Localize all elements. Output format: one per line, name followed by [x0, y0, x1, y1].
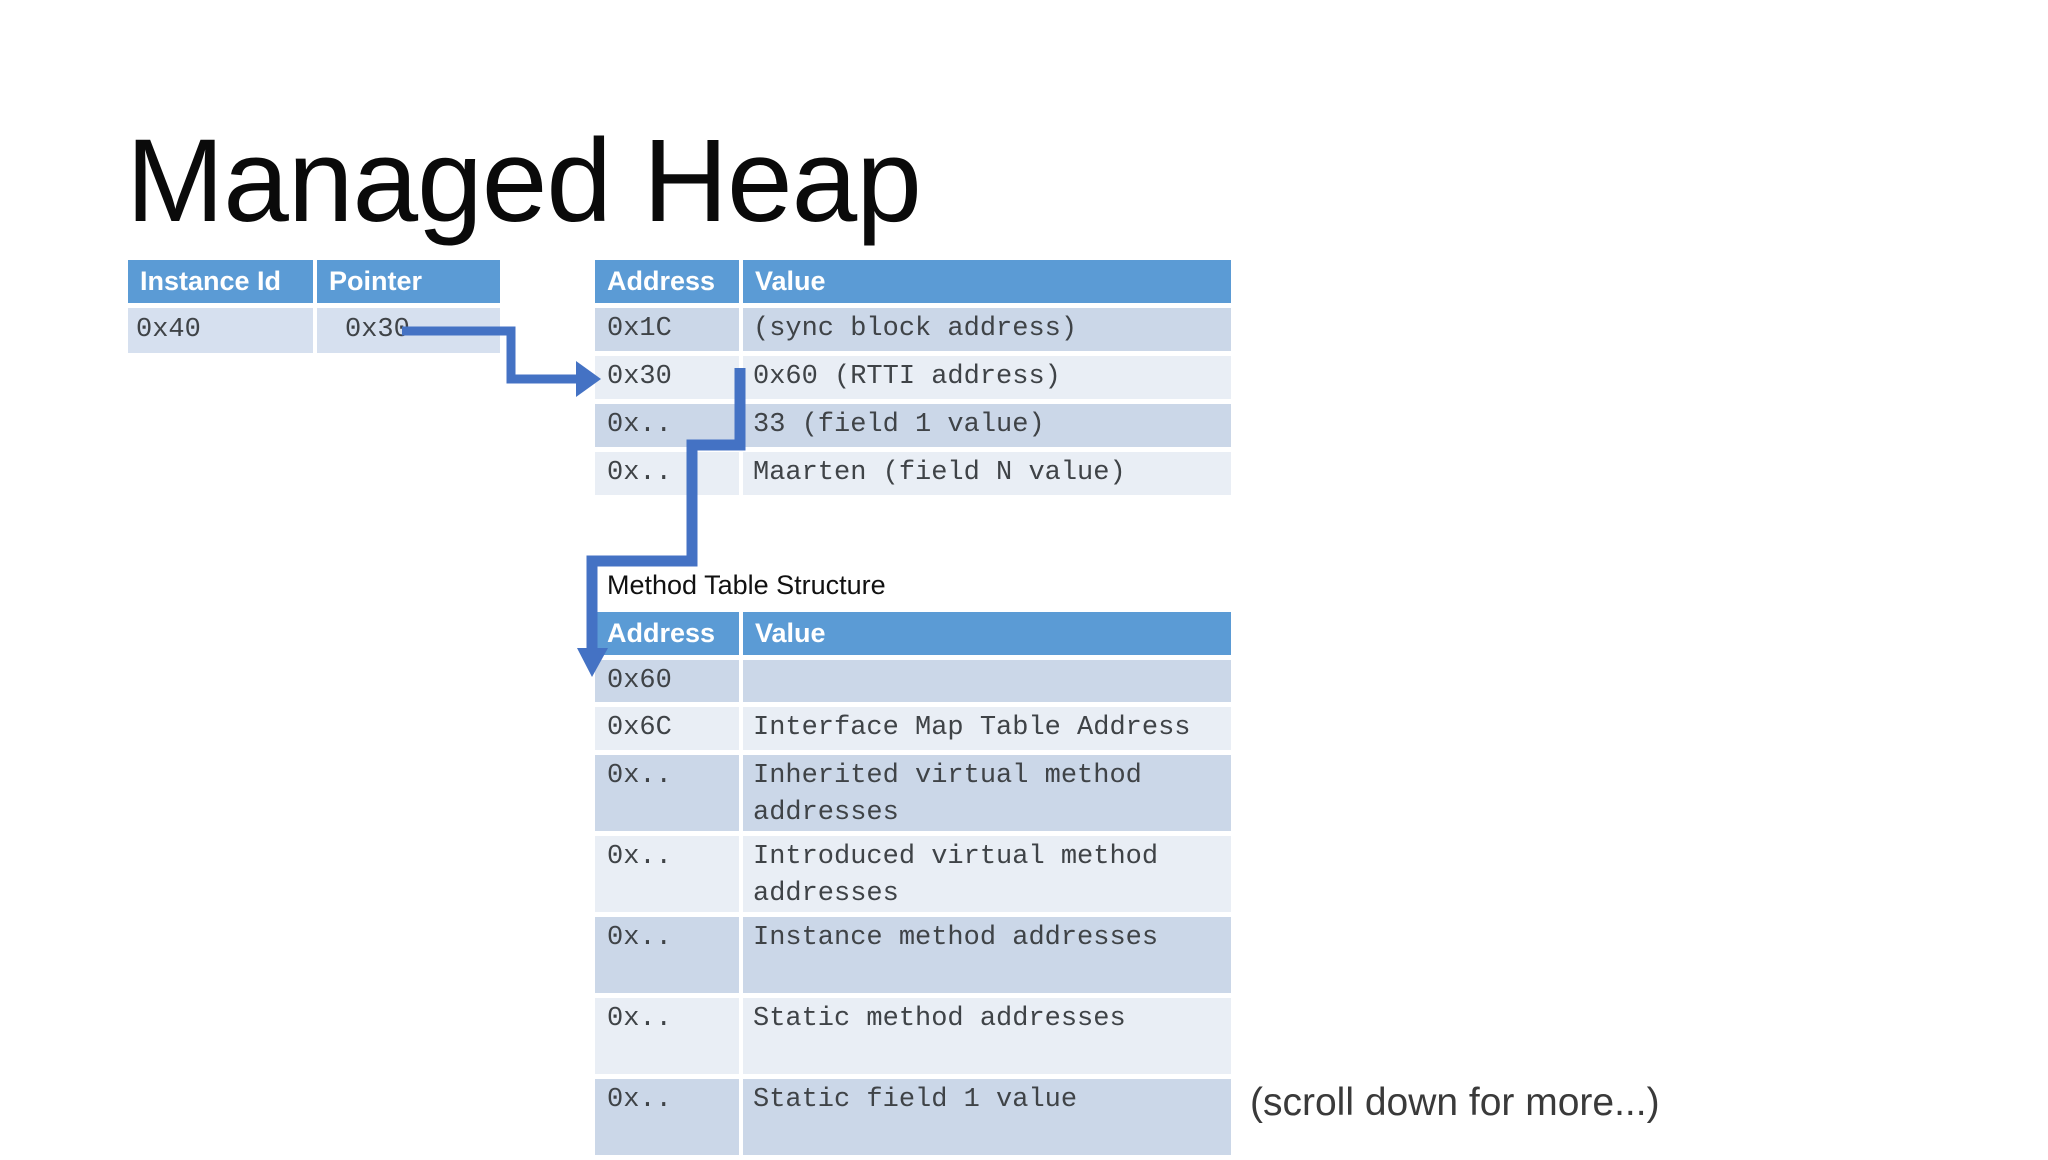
- column-header-value: Value: [743, 612, 1231, 655]
- scroll-down-note: (scroll down for more...): [1250, 1081, 1660, 1124]
- instance-pointer-table: Instance Id Pointer 0x40 0x30: [128, 260, 500, 358]
- value-cell: Introduced virtual method addresses: [743, 836, 1231, 912]
- table-row: 0x.. Static field 1 value: [595, 1079, 1231, 1155]
- address-cell: 0x..: [595, 998, 739, 1074]
- column-header-instance-id: Instance Id: [128, 260, 313, 303]
- address-cell: 0x..: [595, 836, 739, 912]
- address-cell: 0x..: [595, 755, 739, 831]
- table-header-row: Instance Id Pointer: [128, 260, 500, 303]
- address-cell: 0x..: [595, 404, 739, 447]
- value-cell: Instance method addresses: [743, 917, 1231, 993]
- address-cell: 0x1C: [595, 308, 739, 351]
- table-row: 0x.. Static method addresses: [595, 998, 1231, 1074]
- method-table: Address Value 0x60 0x6C Interface Map Ta…: [595, 612, 1231, 1160]
- value-cell: 33 (field 1 value): [743, 404, 1231, 447]
- method-table-structure-label: Method Table Structure: [607, 570, 886, 600]
- value-cell: Static field 1 value: [743, 1079, 1231, 1155]
- value-cell: [743, 660, 1231, 702]
- column-header-value: Value: [743, 260, 1231, 303]
- value-cell: 0x60 (RTTI address): [743, 356, 1231, 399]
- table-row: 0x30 0x60 (RTTI address): [595, 356, 1231, 399]
- object-layout-table: Address Value 0x1C (sync block address) …: [595, 260, 1231, 500]
- table-row: 0x1C (sync block address): [595, 308, 1231, 351]
- value-cell: Interface Map Table Address: [743, 707, 1231, 750]
- table-row: 0x.. Inherited virtual method addresses: [595, 755, 1231, 831]
- address-cell: 0x60: [595, 660, 739, 702]
- column-header-pointer: Pointer: [317, 260, 500, 303]
- value-cell: Maarten (field N value): [743, 452, 1231, 495]
- column-header-address: Address: [595, 260, 739, 303]
- table-row: 0x.. Maarten (field N value): [595, 452, 1231, 495]
- table-row: 0x6C Interface Map Table Address: [595, 707, 1231, 750]
- address-cell: 0x30: [595, 356, 739, 399]
- value-cell: (sync block address): [743, 308, 1231, 351]
- value-cell: Inherited virtual method addresses: [743, 755, 1231, 831]
- value-cell: Static method addresses: [743, 998, 1231, 1074]
- table-row: 0x.. 33 (field 1 value): [595, 404, 1231, 447]
- table-header-row: Address Value: [595, 612, 1231, 655]
- address-cell: 0x6C: [595, 707, 739, 750]
- table-row: 0x.. Instance method addresses: [595, 917, 1231, 993]
- page-title: Managed Heap: [126, 115, 922, 247]
- table-row: 0x60: [595, 660, 1231, 702]
- instance-id-cell: 0x40: [128, 308, 313, 353]
- column-header-address: Address: [595, 612, 739, 655]
- table-row: 0x.. Introduced virtual method addresses: [595, 836, 1231, 912]
- pointer-cell: 0x30: [317, 308, 500, 353]
- address-cell: 0x..: [595, 452, 739, 495]
- table-row: 0x40 0x30: [128, 308, 500, 353]
- address-cell: 0x..: [595, 1079, 739, 1155]
- table-header-row: Address Value: [595, 260, 1231, 303]
- address-cell: 0x..: [595, 917, 739, 993]
